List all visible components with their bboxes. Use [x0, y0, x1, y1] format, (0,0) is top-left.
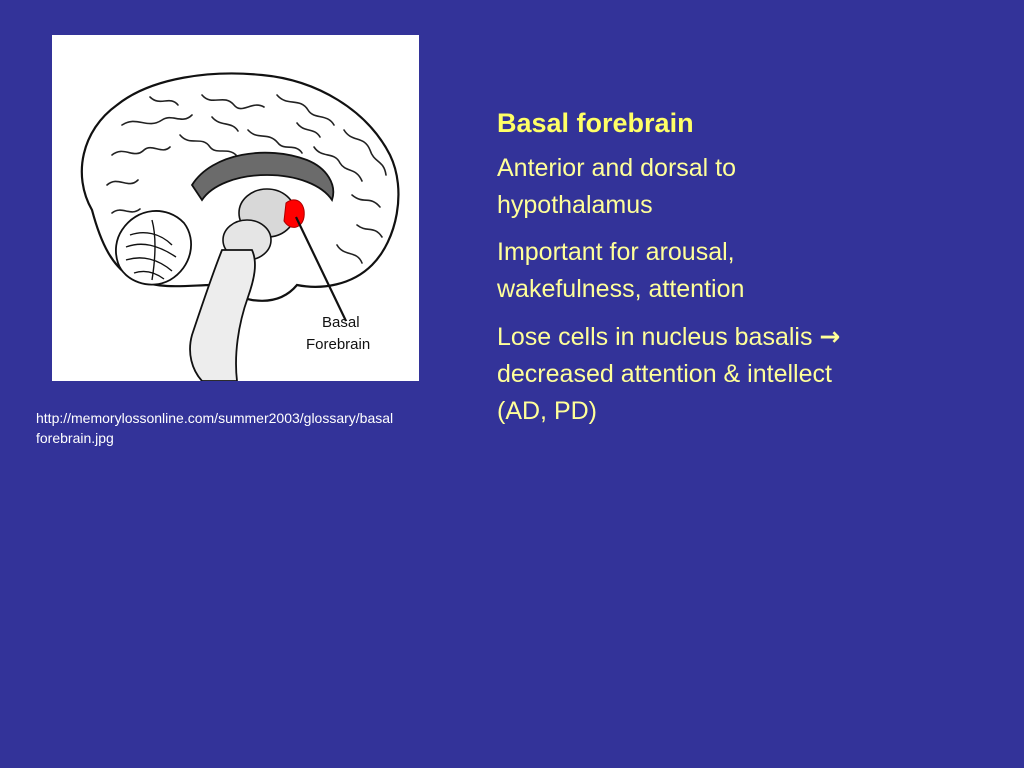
brainstem — [189, 249, 256, 381]
slide-content: Basal forebrain Anterior and dorsal to h… — [497, 104, 847, 440]
figure-label-basal: Basal — [322, 314, 360, 331]
bullet-cell-loss-before: Lose cells in nucleus basalis — [497, 323, 820, 351]
bullet-cell-loss-after: decreased attention & intellect (AD, PD) — [497, 360, 832, 425]
corpus-callosum — [190, 151, 335, 203]
bullet-location: Anterior and dorsal to hypothalamus — [497, 154, 737, 219]
brain-illustration: Basal Forebrain — [80, 72, 400, 381]
label-pointer-line — [295, 216, 347, 322]
bullet-cell-loss: Lose cells in nucleus basalis → decrease… — [497, 318, 847, 430]
image-source-url: http://memorylossonline.com/summer2003/g… — [36, 410, 394, 446]
cerebellum — [115, 210, 192, 286]
basal-forebrain-highlight — [283, 199, 305, 228]
right-arrow-icon: → — [819, 322, 841, 351]
bullet-function: Important for arousal, wakefulness, atte… — [497, 238, 745, 303]
figure-label-forebrain: Forebrain — [306, 336, 370, 353]
brain-figure: Basal Forebrain — [52, 35, 419, 381]
cerebellum-folia — [125, 219, 177, 281]
gyri-pattern — [106, 94, 387, 264]
slide-title: Basal forebrain — [497, 108, 694, 138]
